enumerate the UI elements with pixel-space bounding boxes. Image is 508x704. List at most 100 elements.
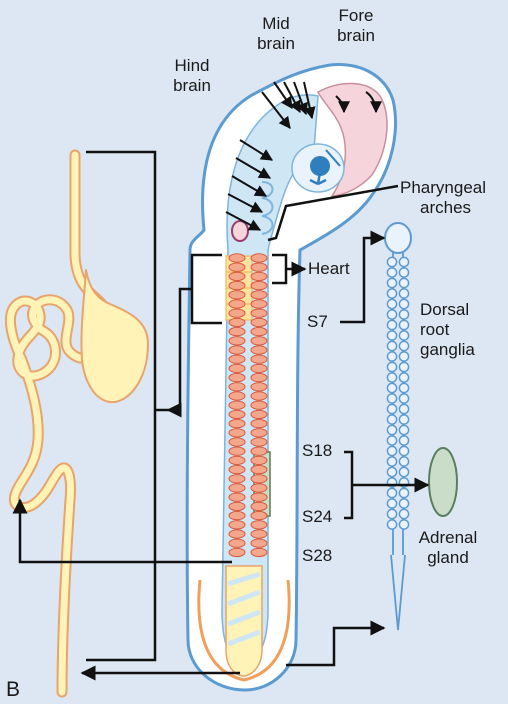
ganglion xyxy=(399,457,408,466)
adrenal-line1: Adrenal xyxy=(408,528,488,548)
ganglion xyxy=(399,394,408,403)
ganglion xyxy=(387,415,396,424)
somite xyxy=(229,484,245,492)
ganglion xyxy=(387,436,396,445)
hind-brain-line2: brain xyxy=(164,76,220,96)
ganglion xyxy=(387,320,396,329)
eye xyxy=(292,144,344,192)
label-s24: S24 xyxy=(302,507,332,527)
ganglion xyxy=(399,488,408,497)
ganglion xyxy=(399,509,408,518)
somite xyxy=(251,465,267,473)
somite xyxy=(229,447,245,455)
ganglion xyxy=(399,268,408,277)
label-adrenal-gland: Adrenal gland xyxy=(408,528,488,568)
ganglion xyxy=(387,278,396,287)
ganglion xyxy=(387,383,396,392)
ganglion xyxy=(387,373,396,382)
somite xyxy=(229,456,245,464)
ganglion xyxy=(399,331,408,340)
somite xyxy=(229,364,245,372)
somite xyxy=(251,539,267,547)
somite xyxy=(229,539,245,547)
fore-brain-line2: brain xyxy=(328,26,384,46)
ganglion xyxy=(387,299,396,308)
somite xyxy=(251,484,267,492)
ganglion xyxy=(399,425,408,434)
otic-vesicle xyxy=(232,221,248,241)
ganglion xyxy=(399,373,408,382)
dorsal-root-ganglia-chain xyxy=(385,223,411,630)
label-s28: S28 xyxy=(302,546,332,566)
somite xyxy=(229,346,245,354)
somite xyxy=(251,493,267,501)
ganglion xyxy=(399,352,408,361)
somite xyxy=(229,281,245,289)
somite xyxy=(229,548,245,556)
somite xyxy=(251,263,267,271)
somite xyxy=(251,521,267,529)
adrenal-line2: gland xyxy=(408,548,488,568)
somite xyxy=(229,493,245,501)
ganglion xyxy=(387,488,396,497)
somite xyxy=(251,475,267,483)
somite xyxy=(251,337,267,345)
somite xyxy=(229,318,245,326)
panel-letter: B xyxy=(6,680,20,700)
ganglion xyxy=(399,383,408,392)
label-dorsal-root-ganglia: Dorsal root ganglia xyxy=(420,300,475,360)
somite xyxy=(229,465,245,473)
somite xyxy=(251,281,267,289)
mid-brain-line1: Mid xyxy=(248,14,304,34)
somite xyxy=(229,337,245,345)
label-hind-brain: Hind brain xyxy=(164,56,220,96)
somite xyxy=(229,511,245,519)
somite xyxy=(251,383,267,391)
ganglion xyxy=(387,289,396,298)
somite xyxy=(251,456,267,464)
ganglion xyxy=(387,520,396,529)
somite xyxy=(229,410,245,418)
somite xyxy=(251,364,267,372)
dorsal-line2: root xyxy=(420,320,475,340)
somite xyxy=(251,392,267,400)
somite xyxy=(251,291,267,299)
label-s18: S18 xyxy=(302,441,332,461)
ganglion xyxy=(387,310,396,319)
label-fore-brain: Fore brain xyxy=(328,6,384,46)
somite xyxy=(251,502,267,510)
pharyngeal-line1: Pharyngeal xyxy=(400,178,486,198)
ganglion xyxy=(387,467,396,476)
somite xyxy=(251,511,267,519)
ganglion xyxy=(387,404,396,413)
somite xyxy=(229,309,245,317)
somite xyxy=(229,291,245,299)
somite xyxy=(251,309,267,317)
label-mid-brain: Mid brain xyxy=(248,14,304,54)
somite xyxy=(251,548,267,556)
ganglion xyxy=(399,404,408,413)
ganglion xyxy=(399,446,408,455)
ganglion xyxy=(399,499,408,508)
fore-brain-line1: Fore xyxy=(328,6,384,26)
ganglion xyxy=(387,352,396,361)
mid-brain-line2: brain xyxy=(248,34,304,54)
somite xyxy=(251,318,267,326)
ganglion xyxy=(399,320,408,329)
ganglion xyxy=(399,299,408,308)
somite xyxy=(229,254,245,262)
somite xyxy=(229,401,245,409)
somite xyxy=(251,355,267,363)
somite xyxy=(229,521,245,529)
somite xyxy=(229,429,245,437)
ganglion xyxy=(399,310,408,319)
ganglion xyxy=(399,257,408,266)
somite xyxy=(229,355,245,363)
somite xyxy=(251,346,267,354)
somite xyxy=(251,410,267,418)
somite xyxy=(251,300,267,308)
gut-tube xyxy=(10,155,148,692)
adrenal-gland xyxy=(429,448,457,516)
somite xyxy=(229,475,245,483)
